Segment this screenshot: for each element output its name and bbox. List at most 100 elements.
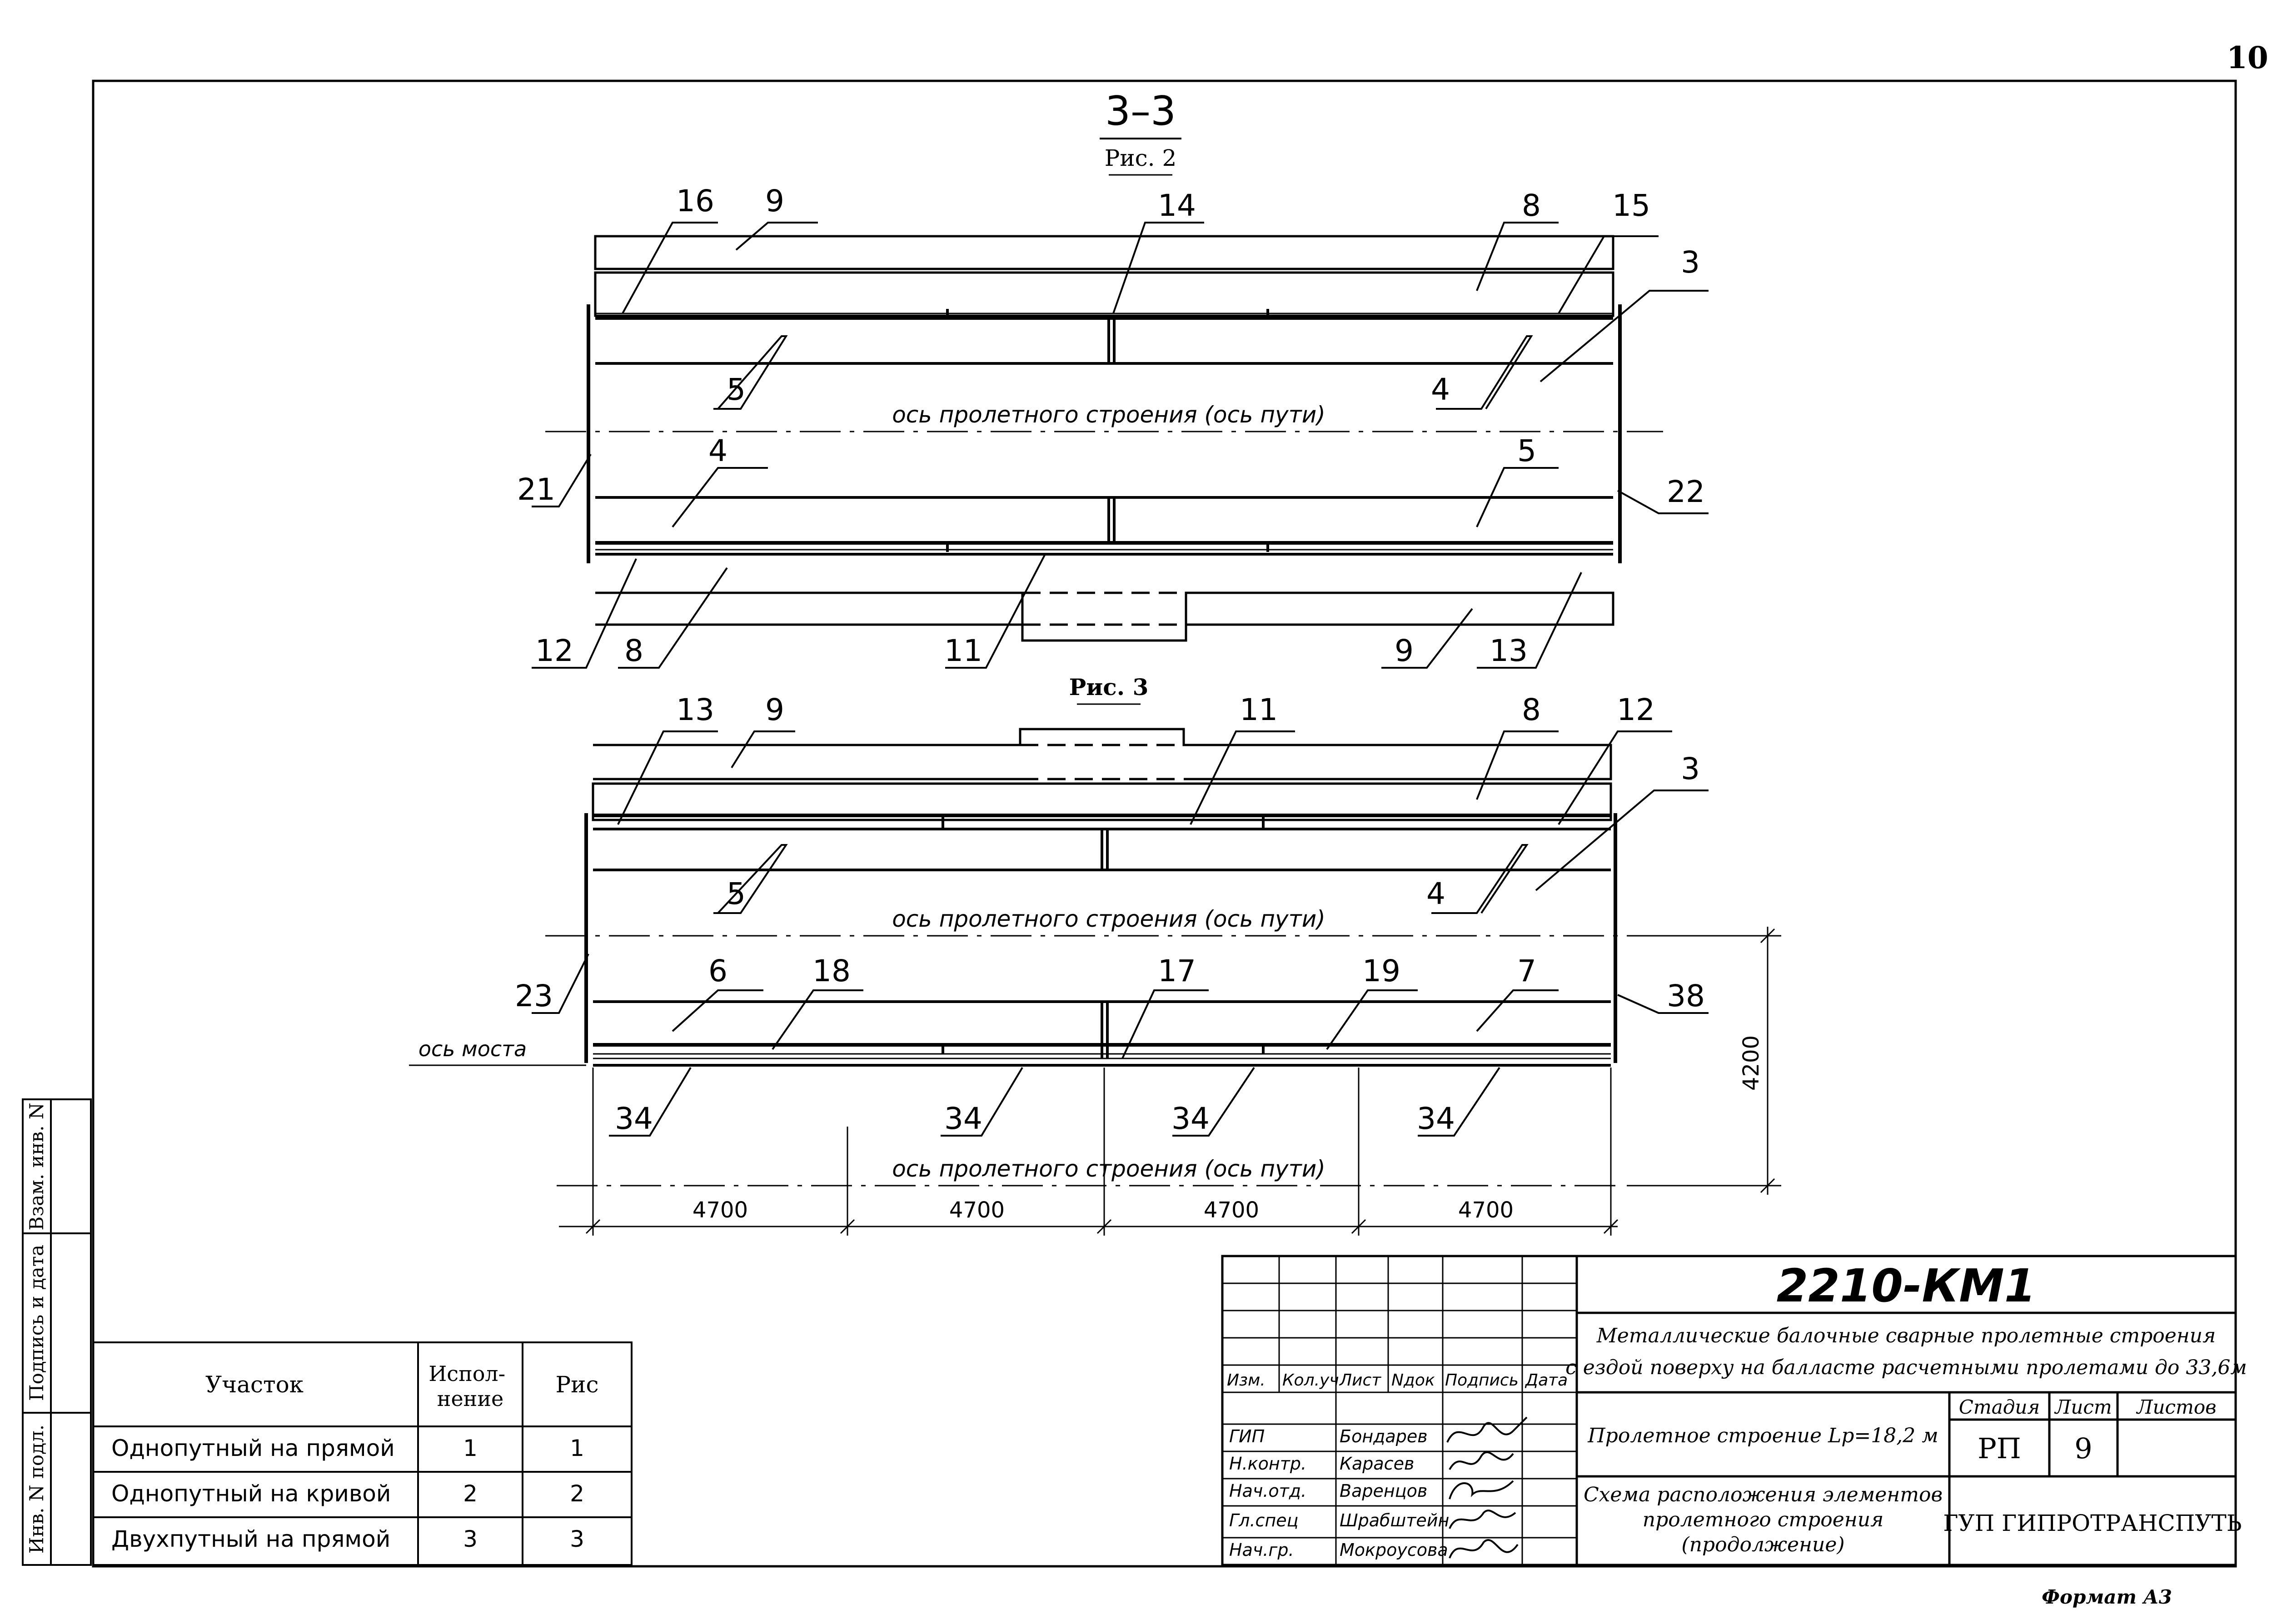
fig3-dimension: 4700 [949,1197,1005,1223]
sheets-label: Листов [2136,1396,2216,1418]
fig3-dimension: 4700 [1204,1197,1259,1223]
stage-value: РП [1978,1432,2021,1465]
fig3-callout: 17 [1158,954,1196,988]
fig2-callout: 21 [517,472,555,507]
fig3-dimension-labels: 4700 4700 4700 4700 [693,1197,1514,1223]
stage-label: Стадия [1959,1396,2040,1418]
variant-table [92,1341,633,1566]
doc-code: 2210-КМ1 [1777,1259,2036,1312]
fig3-callout: 11 [1240,692,1278,727]
fig3-callout-labels: 13 9 11 8 12 3 5 4 6 18 17 19 7 23 38 34… [515,692,1705,1136]
fig2-top-slab [594,235,1614,270]
sheet-label: Лист [2054,1396,2112,1418]
table-cell: 2 [463,1480,478,1507]
table-cell: 3 [463,1526,478,1552]
fig2-callout-labels: 16 9 14 8 15 3 5 4 21 4 5 22 12 8 11 9 1… [517,184,1705,668]
fig3-callouts [532,730,1709,1137]
page-number: 10 [2227,40,2268,75]
fig3-callout: 34 [1171,1101,1210,1136]
title-block [1221,1255,2237,1566]
signatures [1446,1416,1528,1559]
fig3-callout: 6 [708,954,727,988]
sheet-title-line2: пролетного строения [1643,1508,1883,1531]
fig3-label: Рис. 3 [1069,674,1149,700]
table-cell: 1 [463,1435,478,1461]
signature [1449,1451,1514,1470]
staff-name: Бондарев [1340,1426,1428,1446]
rev-header: Кол.уч [1282,1371,1339,1390]
fig2-callout: 9 [1395,633,1414,668]
fig3-callout: 34 [1417,1101,1455,1136]
fig2-callout: 12 [535,633,573,668]
fig3-callout: 34 [944,1101,982,1136]
fig3-bridge-axis-label: ось моста [419,1037,527,1061]
staff-role: Нач.отд. [1229,1481,1306,1501]
sheet-value: 9 [2074,1432,2092,1465]
fig3-callout: 18 [812,954,851,988]
fig2-callout: 16 [676,184,714,219]
fig2-callout: 14 [1158,188,1196,223]
table-cell: 1 [570,1435,584,1461]
table-header-part: нение [437,1386,503,1411]
sheet-title-line3: (продолжение) [1681,1533,1844,1556]
fig3-callout: 5 [727,876,746,911]
fig3-dimension: 4700 [693,1197,748,1223]
table-header-part: Испол- [428,1361,505,1386]
table-cell: Однопутный на кривой [111,1480,391,1507]
table-cell: Двухпутный на прямой [111,1526,390,1552]
fig2-callout: 5 [727,372,746,407]
fig3-callout: 3 [1681,751,1700,786]
sheet-title-line1: Схема расположения элементов [1584,1483,1943,1506]
signature [1449,1539,1519,1559]
staff-role: Нач.гр. [1229,1540,1294,1560]
staff-name: Варенцов [1340,1481,1427,1501]
fig2-callout: 4 [708,433,727,468]
fig3-callout: 12 [1617,692,1655,727]
fig3-vertical-dimension-label: 4200 [1739,1035,1764,1091]
fig2-callout: 13 [1490,633,1528,668]
fig3-dimension: 4700 [1458,1197,1514,1223]
table-header: Рис [556,1371,599,1398]
fig3-callout: 38 [1667,978,1705,1013]
staff-role: Н.контр. [1229,1454,1306,1474]
fig2-callout: 15 [1612,188,1650,223]
fig3-callout: 4 [1426,876,1445,911]
fig3-axis-label: ось пролетного строения (ось пути) [892,906,1325,932]
fig3-callout: 7 [1517,954,1536,988]
fig2-label: Рис. 2 [1105,145,1177,171]
figure-3 [409,728,1781,1236]
section-title: 3–3 [1105,88,1176,134]
fig2-callout: 9 [765,184,784,219]
project-title-line2: с ездой поверху на балласте расчетными п… [1565,1356,2247,1379]
table-header: Участок [205,1371,304,1398]
fig2-axis-label: ось пролетного строения (ось пути) [892,402,1325,428]
rev-header: Подпись [1445,1371,1519,1390]
side-stamp [22,1098,92,1566]
fig3-callout: 34 [615,1101,653,1136]
side-stamp-label: Подпись и дата [25,1245,48,1401]
fig3-vertical-dimension [1627,927,1781,1195]
signature [1449,1480,1514,1500]
side-stamp-label: Инв. N подл. [25,1425,48,1554]
staff-role: Гл.спец [1229,1510,1299,1530]
fig2-bottom-slab [595,591,1614,642]
fig2-callout: 4 [1431,372,1450,407]
organization: ГУП ГИПРОТРАНСПУТЬ [1943,1510,2242,1536]
fig3-callout: 23 [515,978,553,1013]
fig3-top-slab [593,728,1612,780]
fig2-top-flange [594,271,1614,317]
rev-header: Изм. [1227,1371,1266,1390]
fig2-callout: 3 [1681,245,1700,280]
table-cell: 2 [570,1480,584,1507]
staff-name: Мокроусова [1340,1540,1448,1560]
figure-2 [545,235,1663,642]
signature [1446,1416,1528,1443]
paper-format: Формат А3 [2042,1586,2172,1608]
fig3-bottom-axis-label: ось пролетного строения (ось пути) [892,1156,1325,1182]
fig3-top-flange [592,782,1612,821]
fig3-callout: 8 [1522,692,1541,727]
staff-role: ГИП [1229,1426,1265,1446]
table-cell: 3 [570,1526,584,1552]
rev-header: Лист [1339,1371,1381,1390]
